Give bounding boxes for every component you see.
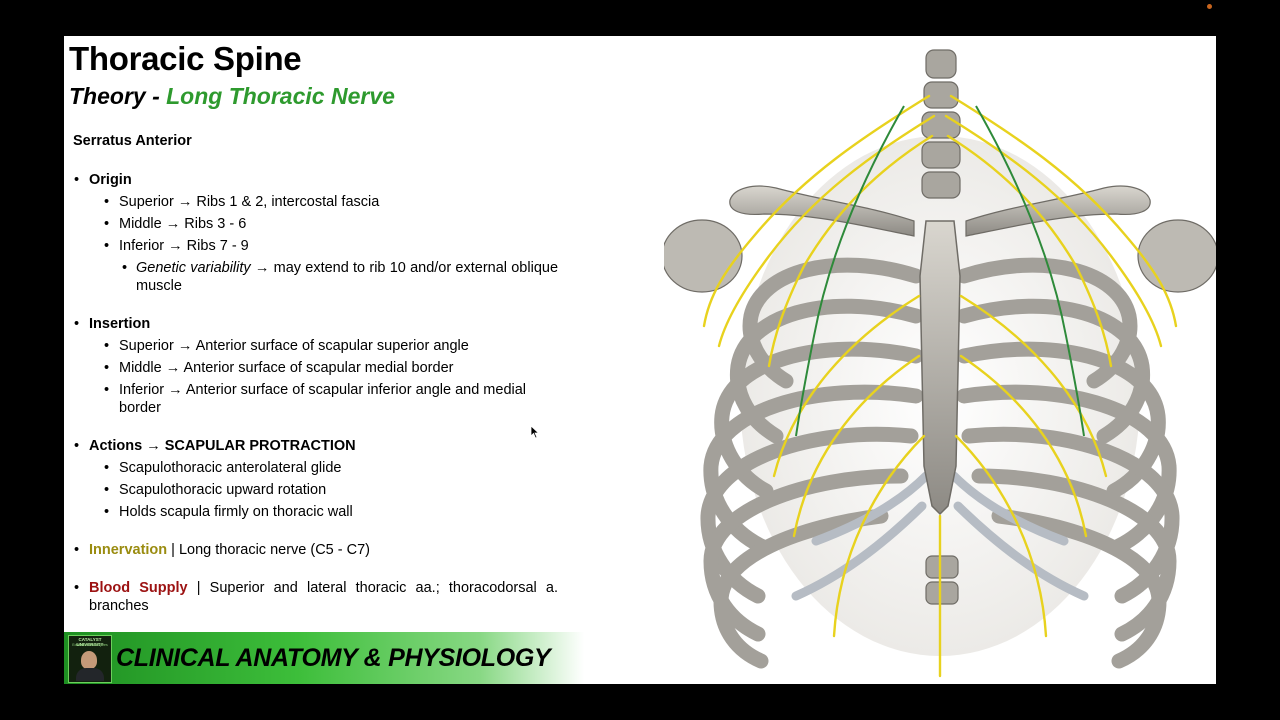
genetic-label: Genetic variability <box>136 260 251 276</box>
actions-label: Actions → SCAPULAR PROTRACTION <box>89 438 356 454</box>
logo-text: CATALYST UNIVERSITY <box>76 637 104 647</box>
list-item-insertion: Insertion Superior → Anterior surface of… <box>74 315 558 417</box>
logo: CATALYST UNIVERSITY Education that inspi… <box>68 635 112 683</box>
list-item: Middle → Anterior surface of scapular me… <box>104 359 558 377</box>
list-item-innervation: Innervation | Long thoracic nerve (C5 - … <box>74 541 558 559</box>
insertion-label: Insertion <box>89 316 151 332</box>
footer-banner: CATALYST UNIVERSITY Education that inspi… <box>64 632 584 684</box>
list-item: Holds scapula firmly on thoracic wall <box>104 503 558 521</box>
list-item: Scapulothoracic anterolateral glide <box>104 459 558 477</box>
list-item-origin: Origin Superior → Ribs 1 & 2, intercosta… <box>74 171 559 295</box>
blood-supply-text: | Superior and lateral thoracic aa.; tho… <box>89 580 558 614</box>
long-thoracic-nerve <box>795 105 1085 437</box>
logo-subtext: Education that inspires <box>72 643 108 647</box>
list-item-genetic: Genetic variability → may extend to rib … <box>122 259 559 295</box>
list-item: Superior → Anterior surface of scapular … <box>104 337 558 355</box>
list-item: Middle → Ribs 3 - 6 <box>104 215 558 233</box>
list-item-text: Inferior → Ribs 7 - 9 <box>119 238 249 254</box>
page-title: Thoracic Spine <box>69 40 302 77</box>
clavicles <box>729 185 1151 237</box>
presenter-face <box>81 651 97 669</box>
banner-text: CLINICAL ANATOMY & PHYSIOLOGY <box>116 644 551 672</box>
section-heading: Serratus Anterior <box>73 133 192 149</box>
shoulders <box>664 219 1216 293</box>
list-item: Scapulothoracic upward rotation <box>104 481 558 499</box>
main-list: Origin Superior → Ribs 1 & 2, intercosta… <box>73 171 558 615</box>
nerves <box>702 94 1178 678</box>
content-text: Serratus Anterior Origin Superior → Ribs… <box>73 132 558 635</box>
innervation-label: Innervation <box>89 542 168 558</box>
subtitle-highlight: Long Thoracic Nerve <box>166 83 395 109</box>
list-item: Inferior → Ribs 7 - 9 Genetic variabilit… <box>104 237 559 295</box>
innervation-text: | Long thoracic nerve (C5 - C7) <box>167 542 370 558</box>
list-item-blood-supply: Blood Supply | Superior and lateral thor… <box>74 579 558 615</box>
list-item: Inferior → Anterior surface of scapular … <box>104 381 558 417</box>
origin-label: Origin <box>89 172 132 188</box>
slide: Thoracic Spine Theory - Long Thoracic Ne… <box>64 36 1216 684</box>
list-item: Superior → Ribs 1 & 2, intercostal fasci… <box>104 193 558 211</box>
sternum <box>919 220 961 516</box>
vertebral-column <box>921 49 961 605</box>
blood-supply-label: Blood Supply <box>89 580 188 596</box>
rib-cage-illustration <box>664 49 1216 678</box>
mouse-cursor-icon <box>530 425 540 439</box>
page-subtitle: Theory - Long Thoracic Nerve <box>69 83 395 110</box>
presenter-body <box>76 668 104 681</box>
recording-dot-icon <box>1207 4 1212 9</box>
list-item-actions: Actions → SCAPULAR PROTRACTION Scapuloth… <box>74 437 558 521</box>
genetic-text: → may extend to rib 10 and/or external o… <box>136 260 559 294</box>
subtitle-prefix: Theory - <box>69 83 167 109</box>
costal-cartilage <box>791 471 1089 601</box>
ribs-right <box>956 257 1180 669</box>
